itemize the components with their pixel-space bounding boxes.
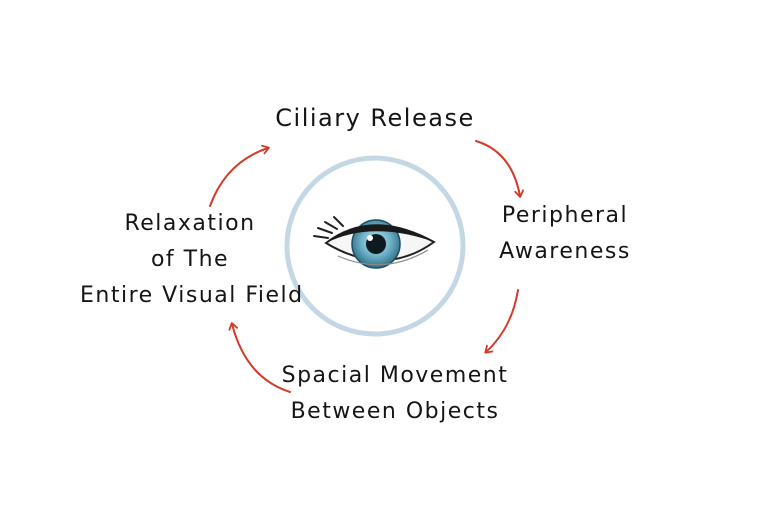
node-label-line: Spacial Movement: [281, 363, 509, 388]
arrow-bottom-to-left: [228, 322, 291, 393]
node-peripheral-awareness: Peripheral Awareness: [490, 198, 640, 270]
arrow-left-to-top: [209, 144, 270, 207]
node-label-line: Ciliary Release: [275, 104, 475, 132]
center-ring: [284, 155, 466, 337]
arrow-right-to-bottom: [484, 289, 519, 354]
eye-icon: [313, 216, 436, 269]
node-label-line: of The: [150, 247, 230, 272]
node-label-line: Between Objects: [290, 399, 500, 424]
node-label-line: Awareness: [499, 239, 631, 264]
node-relaxation-visual-field: Relaxation of The Entire Visual Field: [80, 206, 304, 314]
node-ciliary-release: Ciliary Release: [260, 100, 490, 136]
arrow-top-to-right: [475, 140, 524, 198]
node-spacial-movement: Spacial Movement Between Objects: [280, 358, 510, 430]
node-label-line: Peripheral: [501, 203, 629, 228]
node-label-line: Relaxation: [124, 211, 256, 236]
node-label-line: Entire Visual Field: [80, 283, 304, 308]
